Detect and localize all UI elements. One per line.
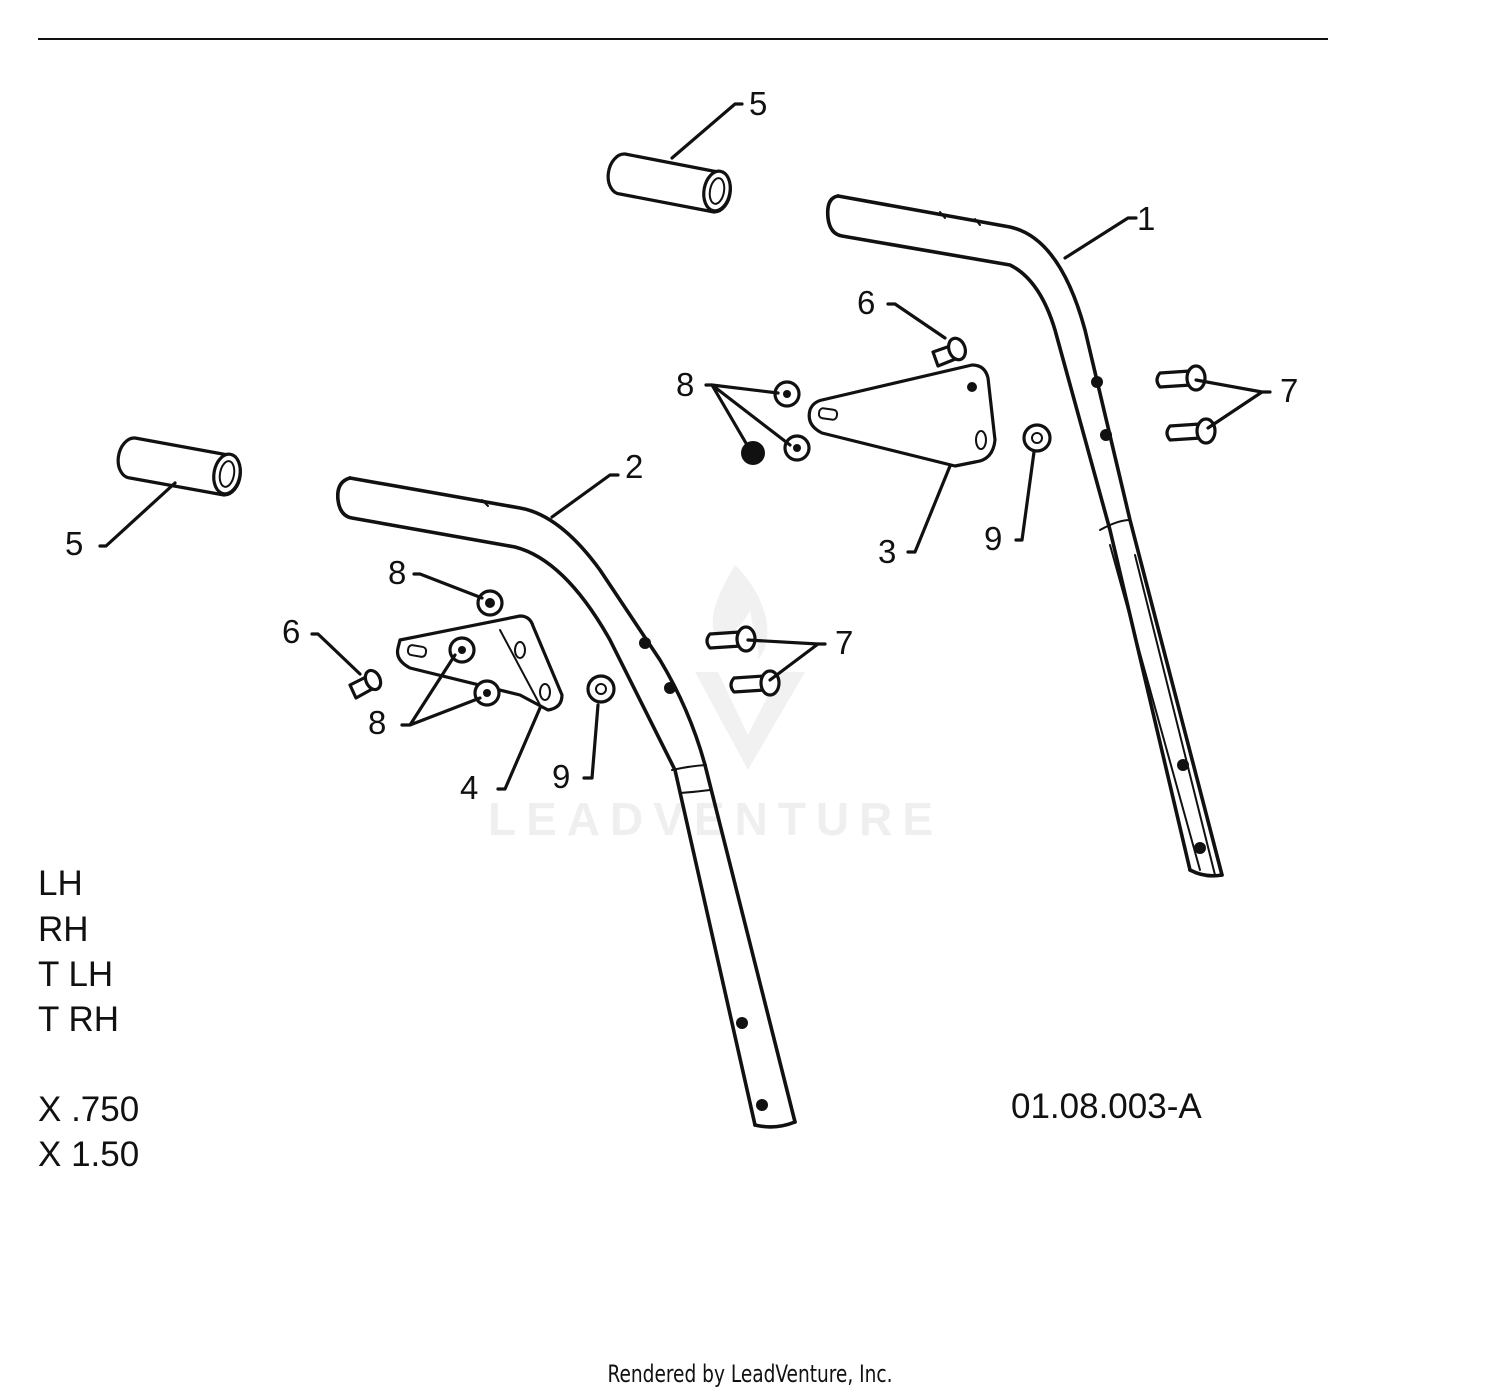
watermark-logo: LEADVENTURE bbox=[488, 565, 943, 845]
legend-line-6: X 1.50 bbox=[38, 1135, 140, 1174]
part-2-handle bbox=[335, 476, 797, 1129]
part-4-bracket bbox=[395, 614, 564, 712]
legend-line-3: T LH bbox=[38, 955, 114, 994]
callout-4: 4 bbox=[460, 769, 478, 806]
part-6-bolt-right bbox=[931, 336, 968, 368]
part-8-nuts-right bbox=[741, 380, 811, 465]
part-9-washer-right bbox=[1022, 423, 1052, 453]
footer-credit: Rendered by LeadVenture, Inc. bbox=[607, 1360, 893, 1388]
callout-2: 2 bbox=[625, 448, 643, 485]
drawing-number: 01.08.003-A bbox=[1011, 1087, 1202, 1126]
callout-5-upper: 5 bbox=[749, 85, 767, 122]
part-3-bracket bbox=[807, 363, 997, 468]
callout-7-left: 7 bbox=[835, 624, 853, 661]
callout-8-upper-left: 8 bbox=[388, 554, 406, 591]
part-6-bolt-left bbox=[348, 668, 383, 700]
callout-9-right: 9 bbox=[984, 520, 1002, 557]
legend-line-5: X .750 bbox=[38, 1090, 140, 1129]
legend-line-1: LH bbox=[38, 864, 83, 903]
callout-5-lower: 5 bbox=[65, 525, 83, 562]
part-5-lower-grip bbox=[116, 436, 242, 497]
part-5-upper-grip bbox=[606, 152, 732, 214]
part-1-handle bbox=[825, 194, 1224, 878]
callout-9-left: 9 bbox=[552, 758, 570, 795]
callout-6-right: 6 bbox=[857, 284, 875, 321]
part-7-bolts-right bbox=[1155, 364, 1217, 445]
watermark-text: LEADVENTURE bbox=[488, 793, 943, 845]
legend-line-4: T RH bbox=[38, 1000, 120, 1039]
leader-lines bbox=[98, 102, 1272, 791]
part-9-washer-left bbox=[586, 674, 616, 704]
callout-7-right: 7 bbox=[1280, 372, 1298, 409]
callout-6-left: 6 bbox=[282, 613, 300, 650]
callout-3: 3 bbox=[878, 533, 896, 570]
callout-8-right: 8 bbox=[676, 366, 694, 403]
part-7-bolts-left bbox=[705, 625, 781, 697]
top-rule bbox=[38, 38, 1328, 40]
legend-line-2: RH bbox=[38, 910, 89, 949]
callout-1: 1 bbox=[1137, 200, 1155, 237]
callout-8-lower-left: 8 bbox=[368, 704, 386, 741]
